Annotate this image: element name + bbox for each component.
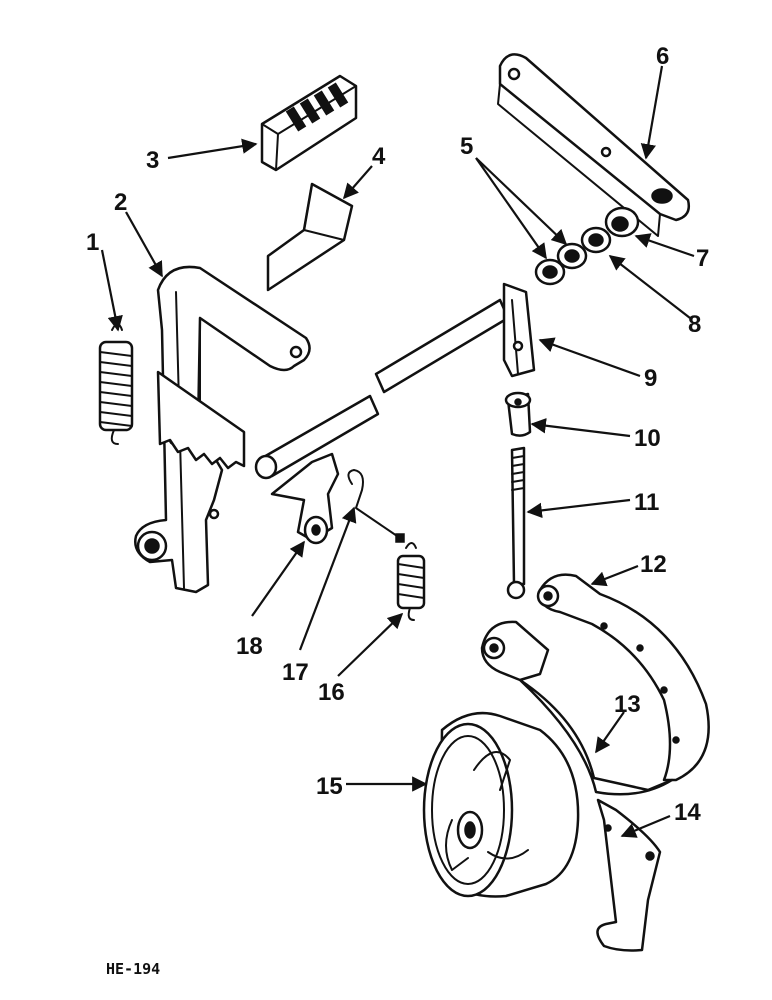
brake-drum-part-15 xyxy=(422,711,580,898)
callout-5: 5 xyxy=(460,133,473,160)
washers-part-5 xyxy=(534,242,588,286)
spring-part-16 xyxy=(396,542,426,621)
leader-lines xyxy=(100,65,695,838)
figure-id: HE-194 xyxy=(106,960,160,978)
cross-shaft-part-9 xyxy=(254,282,536,480)
strap-plate-part-6 xyxy=(497,53,690,237)
clevis-part-10 xyxy=(504,391,532,437)
callout-13: 13 xyxy=(614,691,641,718)
callout-6: 6 xyxy=(656,43,669,70)
pedal-pad-part-3 xyxy=(260,74,358,172)
pedal-lever-part-2 xyxy=(134,265,311,594)
callout-9: 9 xyxy=(644,365,657,392)
callout-10: 10 xyxy=(634,425,661,452)
callout-14: 14 xyxy=(674,799,701,826)
callout-3: 3 xyxy=(146,147,159,174)
bracket-part-14 xyxy=(596,798,662,952)
callout-11: 11 xyxy=(634,489,659,516)
callout-1: 1 xyxy=(86,229,99,256)
callout-7: 7 xyxy=(696,245,709,272)
callout-12: 12 xyxy=(640,551,667,578)
latch-rod-part-17 xyxy=(347,469,405,543)
brake-band-part-12 xyxy=(536,573,710,782)
brake-band-part-13 xyxy=(480,620,674,796)
pad-bracket-part-4 xyxy=(266,182,354,292)
callout-4: 4 xyxy=(372,143,386,170)
callout-17: 17 xyxy=(282,659,309,686)
adjusting-rod-part-11 xyxy=(506,446,526,600)
ratchet-sector xyxy=(156,370,246,470)
spring-part-1 xyxy=(98,323,134,445)
washer-part-8 xyxy=(580,226,612,254)
callout-8: 8 xyxy=(688,311,701,338)
callout-2: 2 xyxy=(114,189,127,216)
latch-part-18 xyxy=(270,452,340,545)
bushing-part-7 xyxy=(604,206,640,238)
callout-15: 15 xyxy=(316,773,343,800)
callout-16: 16 xyxy=(318,679,345,706)
callout-18: 18 xyxy=(236,633,263,660)
callout-labels: 1 2 3 4 5 6 7 8 9 10 11 12 13 14 15 16 1… xyxy=(86,43,709,826)
